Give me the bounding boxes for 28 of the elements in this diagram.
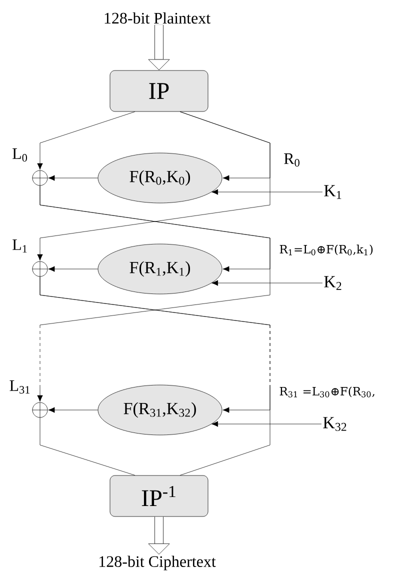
signal-label: R$_{31}$ =L$_{30}$⊕F(R$_{30}$, <box>280 386 374 398</box>
arrow <box>212 421 322 427</box>
signal-label: R$_{1}$=L$_{0}$⊕F(R$_{0}$,k$_{1}$) <box>280 244 373 256</box>
permutation-box: IP <box>110 70 208 112</box>
arrow <box>212 280 323 286</box>
hollow-arrow <box>148 24 170 70</box>
key-label: K$_{2}$ <box>324 276 342 290</box>
signal-label: L$_{1}$ <box>12 239 27 253</box>
signal-label: R$_{0}$ <box>284 153 300 167</box>
signal-label: L$_{0}$ <box>12 148 27 162</box>
arrow <box>37 186 270 402</box>
arrow <box>40 276 270 476</box>
key-label: K$_{1}$ <box>324 185 342 199</box>
signal-label: L$_{31}$ <box>10 380 30 394</box>
xor-symbol <box>32 402 48 418</box>
permutation-box: IP$^{-1}$ <box>110 475 208 517</box>
arrow <box>48 407 98 413</box>
key-label: K$_{32}$ <box>323 417 346 431</box>
xor-symbol <box>32 170 48 186</box>
io-label: 128-bit Ciphertext <box>100 556 216 570</box>
io-label: 128-bit Plaintext <box>104 12 210 24</box>
hollow-arrow <box>148 516 170 554</box>
arrow <box>212 189 323 195</box>
arrow <box>48 175 98 181</box>
arrow <box>37 112 136 170</box>
arrow <box>37 112 270 261</box>
xor-symbol <box>32 261 48 277</box>
arrow <box>48 266 98 272</box>
